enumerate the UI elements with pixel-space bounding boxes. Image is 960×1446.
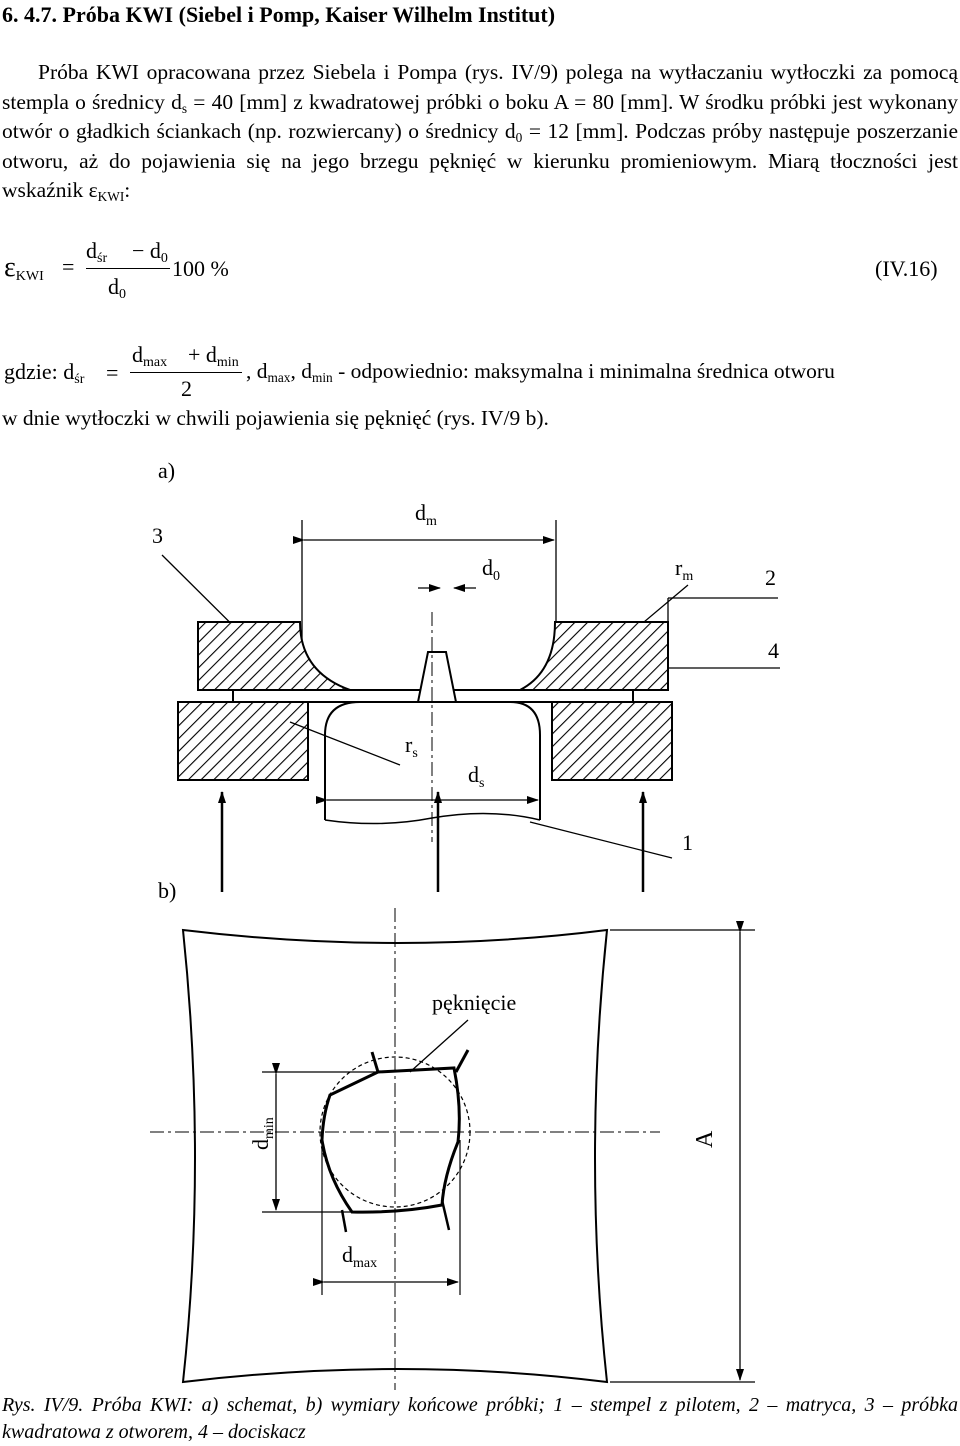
label-b: b) (158, 878, 176, 903)
continuation-line: w dnie wytłoczki w chwili pojawienia się… (2, 406, 549, 430)
pilot (416, 651, 458, 703)
label-dmin: dmin (248, 1117, 277, 1150)
hole-outline (320, 1066, 461, 1214)
label-dmax: dmax (342, 1242, 377, 1271)
specimen (181, 928, 609, 1384)
label-rm: rm (675, 555, 693, 584)
label-2: 2 (765, 565, 776, 590)
equation-number: (IV.16) (875, 256, 938, 281)
label-dm: dm (415, 500, 437, 529)
holder-left (177, 701, 309, 781)
leader-1 (529, 821, 673, 859)
leader-rs (289, 721, 401, 766)
label-3: 3 (152, 523, 163, 548)
label-crack: pęknięcie (432, 990, 516, 1015)
figure-kwi-test: a) 3 dm d0 rm 2 4 rs ds 1 b) (150, 458, 780, 1390)
figure-caption: Rys. IV/9. Próba KWI: a) schemat, b) wym… (2, 1394, 958, 1443)
label-A: A (692, 1130, 718, 1148)
label-4: 4 (768, 638, 779, 663)
section-heading: 6. 4.7. Próba KWI (Siebel i Pomp, Kaiser… (2, 2, 556, 27)
die-left (197, 621, 351, 691)
fraction-bar (86, 268, 170, 269)
holder-right (551, 701, 673, 781)
label-d0: d0 (482, 555, 500, 584)
die-right (519, 621, 669, 691)
punch (324, 701, 541, 820)
intro-paragraph: Próba KWI opracowana przez Siebela i Pom… (2, 60, 958, 204)
fraction-bar (130, 372, 242, 373)
label-1: 1 (682, 830, 693, 855)
leader-crack (409, 1019, 469, 1073)
label-ds: ds (468, 762, 484, 791)
label-a: a) (158, 458, 175, 483)
label-rs: rs (405, 732, 418, 761)
